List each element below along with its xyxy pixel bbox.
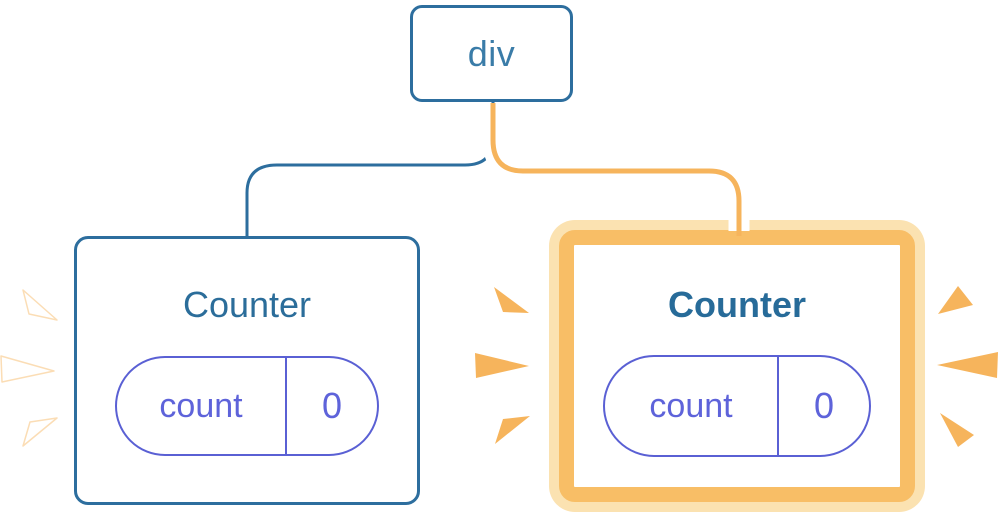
edge-to-right-counter xyxy=(490,103,742,236)
root-div-node: div xyxy=(410,5,573,102)
sparkle-icon xyxy=(495,416,530,444)
counter-card-left: Counter count 0 xyxy=(74,236,420,505)
counter-title: Counter xyxy=(668,284,806,325)
state-pill: count 0 xyxy=(603,355,871,457)
state-value: 0 xyxy=(813,385,835,426)
sparkle-icon xyxy=(0,355,55,383)
sparkle-icon xyxy=(22,289,58,321)
sparkles-right-card-right xyxy=(937,286,998,447)
sparkle-icon xyxy=(940,413,974,447)
sparkle-icon xyxy=(938,286,973,314)
sparkles-right-card-left xyxy=(475,287,530,444)
root-div-label: div xyxy=(467,32,516,74)
counter-card-right-highlighted: Counter count 0 xyxy=(559,230,915,502)
state-name: count xyxy=(117,358,287,454)
state-pill: count 0 xyxy=(115,356,379,456)
sparkle-icon xyxy=(494,287,529,313)
state-name: count xyxy=(605,357,779,455)
counter-title: Counter xyxy=(182,284,312,325)
state-value: 0 xyxy=(321,385,343,426)
edge-to-right-counter-casing xyxy=(482,103,750,231)
sparkles-left-white xyxy=(0,289,58,447)
edge-to-left-counter xyxy=(245,101,495,238)
sparkle-icon xyxy=(22,417,58,447)
sparkle-icon xyxy=(937,352,998,378)
sparkle-icon xyxy=(475,353,529,378)
